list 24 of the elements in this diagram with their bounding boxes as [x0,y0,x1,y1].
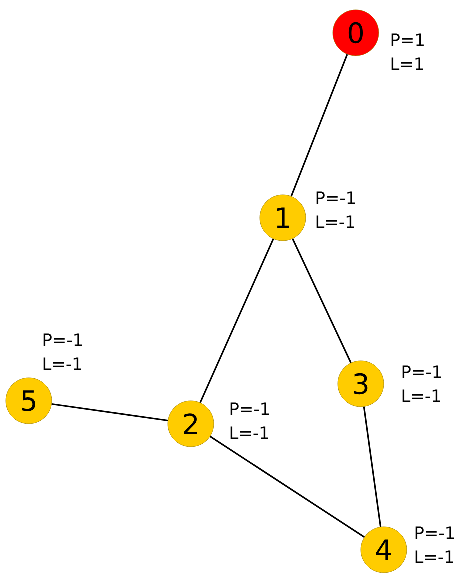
node-annotation: P=-1 [316,192,356,204]
edge-line [292,238,352,364]
node-annotation: L=1 [392,58,424,70]
node-annotation: P=-1 [44,334,82,346]
node-annotation: P=-1 [230,402,270,416]
edge-line [52,403,168,422]
circle-node: 1 [260,194,306,242]
edge-line [210,436,365,538]
edge-line [200,238,274,404]
node-annotation: L=-1 [44,358,82,370]
edge-line [363,406,382,528]
node-annotation: P=-1 [416,526,454,540]
circle-node: 0 [332,10,380,56]
circle-node: 2 [168,400,214,448]
node-annotation: P=-1 [402,366,442,378]
circle-node: 4 [360,526,408,574]
circle-node: 3 [338,360,384,408]
circle-node: 5 [6,378,52,424]
node-annotation: L=-1 [230,426,268,440]
edge-line [290,54,348,197]
node-annotation: L=-1 [416,550,454,564]
node-annotation: L=-1 [316,216,354,228]
node-annotation: L=-1 [402,390,440,402]
node-annotation: P=1 [392,34,424,46]
